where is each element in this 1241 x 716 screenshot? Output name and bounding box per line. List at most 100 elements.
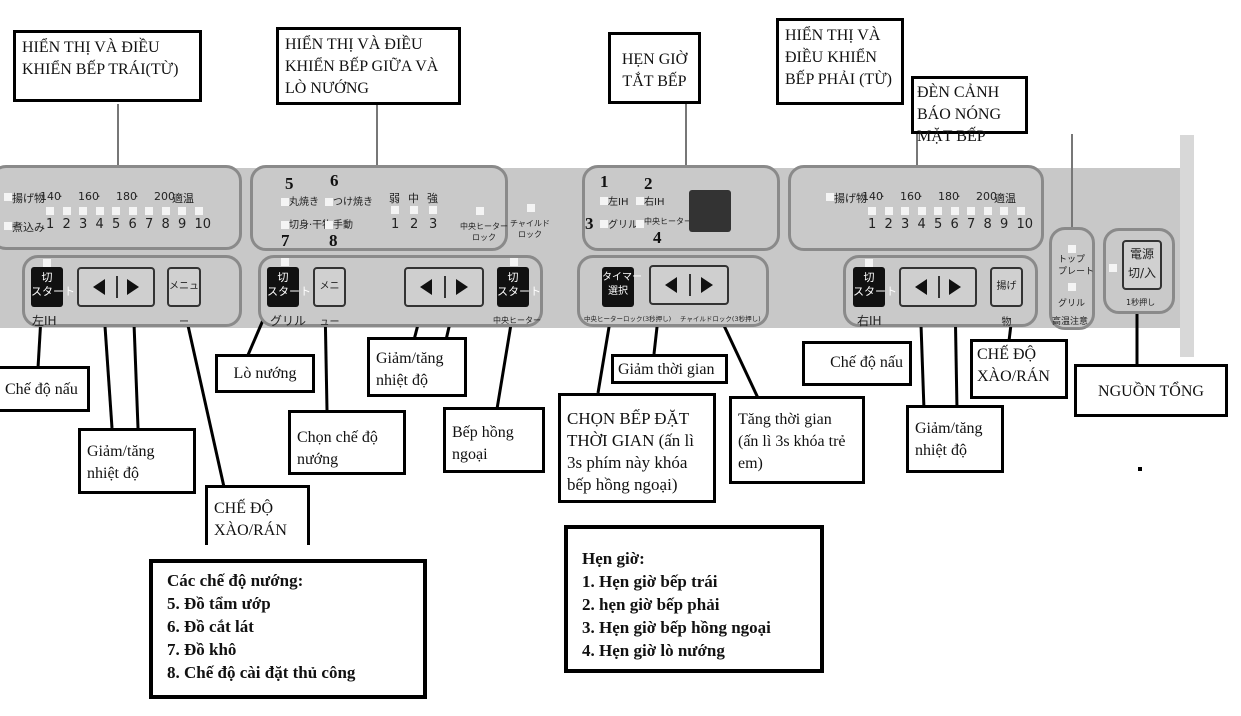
- callout-stirfry-left: CHẾ ĐỘ XÀO/RÁN: [205, 485, 310, 545]
- simmer-label-left: 煮込み: [12, 221, 45, 234]
- left_ih-temp-tick: 180: [116, 190, 137, 203]
- mode8-number: 8: [329, 231, 338, 250]
- grill-menu-button[interactable]: メニュー: [313, 267, 346, 328]
- mode5-number: 5: [285, 174, 294, 193]
- right_ih-level-led: [950, 207, 959, 215]
- timer1-label: 左IH: [608, 197, 629, 208]
- child-lock-label: チャイルド ロック: [510, 219, 550, 239]
- center-heater-temp-stepper[interactable]: [404, 267, 484, 307]
- left_ih-level-number: 8: [161, 217, 170, 232]
- decrease-arrow-icon[interactable]: [93, 279, 105, 295]
- right_ih-temp-tick: ·: [957, 190, 961, 203]
- right_ih-temp-tick: 200: [976, 190, 997, 203]
- timer-select-button[interactable]: タイマー 選択: [602, 267, 642, 307]
- callout-oven: Lò nướng: [215, 354, 315, 393]
- grill-power-label: 強: [427, 192, 438, 205]
- led-grill-start: [281, 258, 289, 266]
- led-simmer-left: [4, 222, 12, 230]
- left-ih-temp-stepper[interactable]: [77, 267, 155, 307]
- increase-arrow-icon[interactable]: [127, 279, 139, 295]
- right_ih-level-number: 10: [1016, 217, 1034, 232]
- hot-label-left: 適温: [172, 192, 194, 205]
- left_ih-level-number: 6: [128, 217, 137, 232]
- hot-label-right: 適温: [994, 192, 1016, 205]
- right_ih-level-number: 6: [950, 217, 959, 232]
- right_ih-temp-tick: ·: [919, 190, 923, 203]
- right-ih-temp-stepper[interactable]: [899, 267, 977, 307]
- led-timer3: [600, 220, 608, 228]
- callout-main-power: NGUỒN TỔNG: [1074, 364, 1228, 417]
- decrease-arrow-icon[interactable]: [420, 279, 432, 295]
- right_ih-level-number: 9: [1000, 217, 1009, 232]
- led-fry-right: [826, 193, 834, 201]
- right_ih-level-led: [1016, 207, 1025, 215]
- timer1-number: 1: [600, 172, 609, 191]
- left_ih-level-number: 3: [79, 217, 88, 232]
- center-lock-label: 中央ヒーター ロック: [460, 222, 508, 242]
- left_ih-level-number: 9: [178, 217, 187, 232]
- increase-time-arrow-icon[interactable]: [701, 277, 713, 293]
- timer3-label: グリル: [608, 220, 638, 231]
- grill-start-button[interactable]: 切 スタート: [267, 267, 311, 307]
- callout-middle-display: HIỂN THỊ VÀ ĐIỀU KHIỂN BẾP GIỮA VÀ LÒ NƯ…: [276, 27, 461, 105]
- decrease-time-arrow-icon[interactable]: [665, 277, 677, 293]
- mode8-label: 手動: [333, 220, 353, 231]
- legend-grill-modes: Các chế độ nướng: 5. Đồ tẩm ướp 6. Đồ cắ…: [149, 559, 427, 699]
- increase-arrow-icon[interactable]: [456, 279, 468, 295]
- led-mode8: [325, 221, 333, 229]
- left_ih-level-led: [145, 207, 153, 215]
- panel-edge: [1180, 135, 1194, 357]
- left_ih-temp-tick: ·: [97, 190, 101, 203]
- timer2-label: 右IH: [644, 197, 665, 208]
- callout-stirfry-right: CHẾ ĐỘ XÀO/RÁN: [970, 339, 1068, 399]
- legend-timer-item: 1. Hẹn giờ bếp trái: [582, 572, 718, 591]
- right-ih-fry-button[interactable]: 揚げ物: [990, 267, 1023, 328]
- left_ih-level-number: 7: [145, 217, 154, 232]
- callout-infrared: Bếp hồng ngoại: [443, 407, 545, 473]
- right_ih-level-led: [1000, 207, 1008, 215]
- left_ih-level-number: 1: [46, 217, 55, 232]
- right_ih-level-led: [967, 207, 975, 215]
- right_ih-temp-tick: ·: [881, 190, 885, 203]
- left_ih-temp-tick: ·: [135, 190, 139, 203]
- left_ih-temp-tick: 200: [154, 190, 175, 203]
- right-ih-start-button[interactable]: 切 スタート: [853, 267, 897, 307]
- led-right-start: [865, 259, 873, 267]
- led-timer1: [600, 197, 608, 205]
- power-button[interactable]: 電源 切/入: [1122, 240, 1162, 290]
- mode5-label: 丸焼き: [289, 197, 319, 208]
- power-hint: 1秒押し: [1126, 298, 1156, 307]
- left_ih-level-led: [194, 207, 203, 215]
- led-top-plate-warning: [1068, 245, 1076, 253]
- callout-left-display: HIỂN THỊ VÀ ĐIỀU KHIỂN BẾP TRÁI(TỪ): [13, 30, 202, 102]
- right_ih-level-led: [983, 207, 992, 215]
- top-plate-label: トップ プレート: [1058, 255, 1095, 277]
- left_ih-level-led: [128, 207, 137, 215]
- left-ih-start-button[interactable]: 切 スタート: [31, 267, 75, 307]
- decrease-arrow-icon[interactable]: [915, 279, 927, 295]
- child-lock-hint: チャイルドロック(3秒押し): [680, 315, 761, 323]
- led-timer2: [636, 197, 644, 205]
- center-heater-start-button[interactable]: 切 スタート: [497, 267, 541, 307]
- led-timer4: [636, 220, 644, 228]
- right_ih-level-number: 1: [868, 217, 877, 232]
- grill-power-label: 中: [408, 192, 419, 205]
- callout-hot-surface-warning: ĐÈN CẢNH BÁO NÓNG MẶT BẾP: [911, 76, 1028, 145]
- callout-temp-middle: Giảm/tăng nhiệt độ: [367, 337, 467, 397]
- mode6-number: 6: [330, 171, 339, 190]
- callout-grill-mode: Chọn chế độ nướng: [288, 410, 406, 475]
- increase-arrow-icon[interactable]: [949, 279, 961, 295]
- left-ih-display-group: [0, 165, 242, 250]
- left-ih-menu-button[interactable]: メニュー: [167, 267, 201, 328]
- center-heater-label: 中央ヒーター: [493, 316, 541, 325]
- right_ih-level-number: 5: [934, 217, 943, 232]
- fry-label-left: 揚げ物: [12, 192, 45, 205]
- fry-label-right: 揚げ物: [834, 192, 867, 205]
- grill-warning-label: グリル: [1058, 299, 1086, 309]
- led-mode7: [281, 221, 289, 229]
- timer-time-stepper[interactable]: [649, 265, 729, 305]
- right_ih-temp-tick: 160: [900, 190, 921, 203]
- right_ih-level-number: 4: [917, 217, 926, 232]
- legend-grill-item: 6. Đồ cắt lát: [167, 617, 254, 636]
- timer3-number: 3: [585, 214, 594, 233]
